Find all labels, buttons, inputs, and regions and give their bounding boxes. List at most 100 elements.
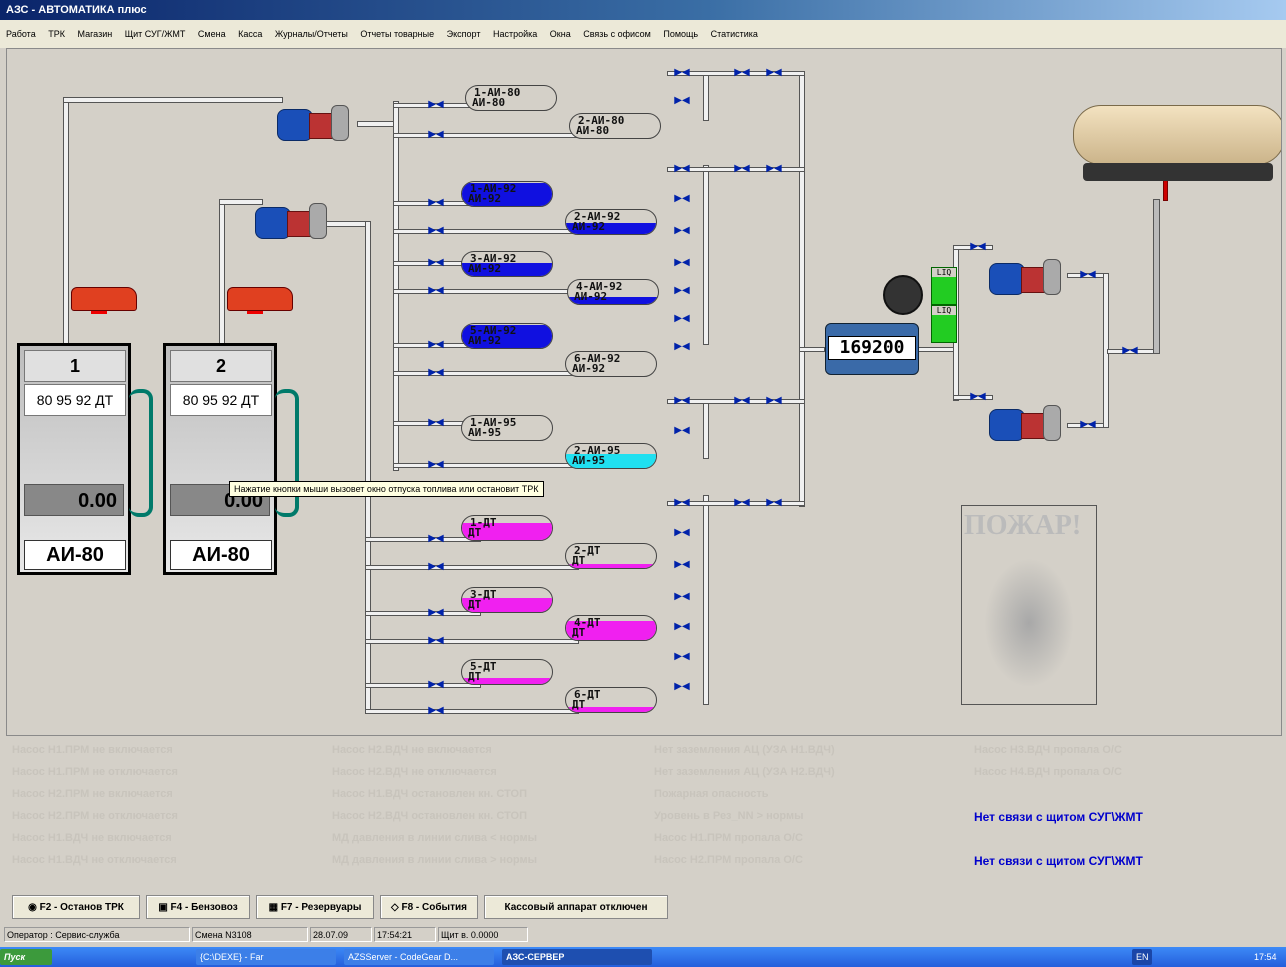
menu-item[interactable]: Окна xyxy=(549,29,571,39)
valve-icon[interactable]: ▶◀ xyxy=(674,67,690,78)
menu-item[interactable]: Работа xyxy=(6,29,36,39)
valve-icon[interactable]: ▶◀ xyxy=(428,225,444,236)
fire-alarm-panel[interactable]: ПОЖАР! xyxy=(961,505,1097,705)
menu-item[interactable]: Касса xyxy=(238,29,263,39)
valve-icon[interactable]: ▶◀ xyxy=(674,257,690,268)
valve-icon[interactable]: ▶◀ xyxy=(674,95,690,106)
valve-icon[interactable]: ▶◀ xyxy=(674,681,690,692)
valve-icon[interactable]: ▶◀ xyxy=(428,367,444,378)
valve-icon[interactable]: ▶◀ xyxy=(674,527,690,538)
valve-icon[interactable]: ▶◀ xyxy=(674,341,690,352)
valve-icon[interactable]: ▶◀ xyxy=(674,163,690,174)
reservoirs-button[interactable]: ▦ F7 - Резервуары xyxy=(256,895,374,919)
menu-item[interactable]: Магазин xyxy=(77,29,113,39)
pump-h1-vdch[interactable] xyxy=(989,257,1061,301)
menu-item[interactable]: Смена xyxy=(197,29,226,39)
valve-icon[interactable]: ▶◀ xyxy=(428,417,444,428)
valve-icon[interactable]: ▶◀ xyxy=(428,197,444,208)
valve-icon[interactable]: ▶◀ xyxy=(766,163,782,174)
menu-item[interactable]: Журналы/Отчеты xyxy=(274,29,348,39)
valve-icon[interactable]: ▶◀ xyxy=(428,129,444,140)
pump-motor xyxy=(989,263,1025,295)
cash-register-status[interactable]: Кассовый аппарат отключен xyxy=(484,895,668,919)
pump-h1-prm[interactable] xyxy=(277,103,349,147)
tray-language[interactable]: EN xyxy=(1132,949,1152,965)
tank-name: 2-АИ-80 xyxy=(578,114,625,127)
pump-h2-prm[interactable] xyxy=(255,201,327,245)
start-button[interactable]: Пуск xyxy=(0,949,52,965)
valve-icon[interactable]: ▶◀ xyxy=(428,635,444,646)
valve-icon[interactable]: ▶◀ xyxy=(674,651,690,662)
fuel-truck-icon[interactable] xyxy=(71,287,137,311)
valve-icon[interactable]: ▶◀ xyxy=(428,533,444,544)
valve-icon[interactable]: ▶◀ xyxy=(734,497,750,508)
valve-icon[interactable]: ▶◀ xyxy=(674,591,690,602)
taskbar-item-azs-server[interactable]: АЗС-СЕРВЕР xyxy=(502,949,652,965)
menu-item[interactable]: ТРК xyxy=(48,29,65,39)
valve-icon[interactable]: ▶◀ xyxy=(428,679,444,690)
menu-item[interactable]: Связь с офисом xyxy=(583,29,651,39)
valve-icon[interactable]: ▶◀ xyxy=(674,497,690,508)
valve-icon[interactable]: ▶◀ xyxy=(674,425,690,436)
menu-item[interactable]: Статистика xyxy=(710,29,758,39)
valve-icon[interactable]: ▶◀ xyxy=(1080,419,1096,430)
flow-meter[interactable]: 169200 xyxy=(825,323,919,375)
valve-icon[interactable]: ▶◀ xyxy=(428,285,444,296)
dispenser-2[interactable]: 2 80 95 92 ДТ 0.00 АИ-80 xyxy=(163,343,277,575)
valve-icon[interactable]: ▶◀ xyxy=(428,607,444,618)
valve-icon[interactable]: ▶◀ xyxy=(766,67,782,78)
valve-icon[interactable]: ▶◀ xyxy=(970,241,986,252)
pump-h2-vdch[interactable] xyxy=(989,403,1061,447)
menu-item[interactable]: Щит СУГ/ЖМТ xyxy=(124,29,186,39)
fuel-truck-icon[interactable] xyxy=(227,287,293,311)
valve-icon[interactable]: ▶◀ xyxy=(674,285,690,296)
valve-icon[interactable]: ▶◀ xyxy=(428,257,444,268)
valve-icon[interactable]: ▶◀ xyxy=(674,313,690,324)
valve-icon[interactable]: ▶◀ xyxy=(734,163,750,174)
valve-icon[interactable]: ▶◀ xyxy=(674,621,690,632)
menu-item[interactable]: Настройка xyxy=(492,29,538,39)
valve-icon[interactable]: ▶◀ xyxy=(766,395,782,406)
valve-icon[interactable]: ▶◀ xyxy=(674,559,690,570)
valve-icon[interactable]: ▶◀ xyxy=(674,193,690,204)
events-button[interactable]: ◇ F8 - События xyxy=(380,895,478,919)
valve-icon[interactable]: ▶◀ xyxy=(674,225,690,236)
taskbar-item-far[interactable]: {C:\DEXE} - Far xyxy=(196,949,336,965)
rail-tank-car-icon[interactable] xyxy=(1073,105,1281,165)
valve-icon[interactable]: ▶◀ xyxy=(428,561,444,572)
valve-icon[interactable]: ▶◀ xyxy=(428,99,444,110)
valve-icon[interactable]: ▶◀ xyxy=(970,391,986,402)
menu-item[interactable]: Отчеты товарные xyxy=(360,29,435,39)
menu-item[interactable]: Помощь xyxy=(663,29,699,39)
stop-dispenser-button[interactable]: ◉ F2 - Останов ТРК xyxy=(12,895,140,919)
valve-icon[interactable]: ▶◀ xyxy=(734,395,750,406)
valve-icon[interactable]: ▶◀ xyxy=(1122,345,1138,356)
dispenser-1[interactable]: 1 80 95 92 ДТ 0.00 АИ-80 xyxy=(17,343,131,575)
valve-icon[interactable]: ▶◀ xyxy=(766,497,782,508)
valve-icon[interactable]: ▶◀ xyxy=(428,705,444,716)
taskbar-item-azsserver[interactable]: AZSServer - CodeGear D... xyxy=(344,949,494,965)
valve-icon[interactable]: ▶◀ xyxy=(674,395,690,406)
menu-item[interactable]: Экспорт xyxy=(446,29,481,39)
valve-icon[interactable]: ▶◀ xyxy=(428,339,444,350)
tanker-button[interactable]: ▣ F4 - Бензовоз xyxy=(146,895,250,919)
valve-icon[interactable]: ▶◀ xyxy=(428,459,444,470)
valve-icon[interactable]: ▶◀ xyxy=(1080,269,1096,280)
valve-icon[interactable]: ▶◀ xyxy=(734,67,750,78)
